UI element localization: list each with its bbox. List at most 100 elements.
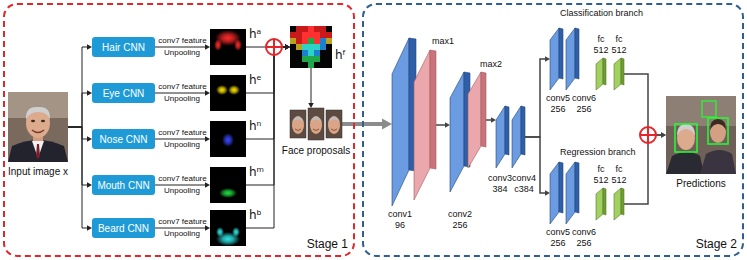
connector-line <box>155 139 207 140</box>
layer-label: 256 <box>550 105 565 115</box>
illustration-part <box>36 144 40 159</box>
sum-circle <box>266 39 282 55</box>
image-panel: Face proposals <box>290 108 342 140</box>
connector <box>246 44 290 228</box>
illustration-part <box>296 32 302 38</box>
feature-map <box>210 29 246 65</box>
connector-line <box>155 185 207 186</box>
prediction-photo <box>666 96 736 174</box>
layer-block: conv6256 <box>566 28 579 90</box>
feature-name: hᵃ <box>249 28 261 41</box>
illustration-part <box>326 110 342 138</box>
layer-block: conv3384 <box>496 106 509 168</box>
illustration-part <box>521 106 525 155</box>
illustration-part <box>292 116 304 134</box>
connector <box>68 127 92 231</box>
illustration-part <box>666 152 704 174</box>
layer-slab <box>566 162 579 224</box>
layer-label: 512 <box>611 176 626 186</box>
layer-slab <box>450 72 470 192</box>
illustration-part <box>302 62 308 68</box>
layer-slab <box>596 188 606 220</box>
layer-slab <box>496 106 509 168</box>
connector <box>68 127 92 188</box>
connector-line <box>525 59 547 137</box>
illustration-part <box>559 162 563 213</box>
illustration-part <box>308 108 324 140</box>
illustration-part <box>290 44 296 50</box>
connector <box>436 122 450 128</box>
cnn-box: Mouth CNN <box>92 175 155 195</box>
layer-label: conv6 <box>572 94 596 104</box>
layer-label: max2 <box>480 60 502 70</box>
illustration-part <box>392 38 409 206</box>
layer-block: conv2256 <box>450 72 470 192</box>
feature-name: hᶠ <box>335 49 346 62</box>
illustration-part <box>320 62 326 68</box>
illustration-part <box>414 50 430 200</box>
arrow-head <box>661 132 666 138</box>
illustration-part <box>32 130 44 133</box>
cnn-box: Nose CNN <box>92 129 155 149</box>
illustration-part <box>296 44 302 50</box>
connector-line <box>155 93 207 94</box>
illustration-part <box>314 32 320 38</box>
connector-line <box>155 47 207 48</box>
illustration-part <box>210 29 246 65</box>
illustration-part <box>41 120 45 122</box>
stage-label: Stage 2 <box>696 238 737 251</box>
connector-line <box>155 228 207 229</box>
illustration-part <box>290 26 296 32</box>
illustration-part <box>216 227 224 237</box>
illustration-part <box>295 129 301 131</box>
arrow-head <box>445 122 450 128</box>
arrow-head <box>285 44 290 50</box>
illustration-part <box>219 188 237 198</box>
illustration-part <box>331 129 337 131</box>
layer-label: 512 <box>593 176 608 186</box>
illustration-part <box>496 106 505 168</box>
illustration-part <box>320 38 326 44</box>
layer-label: max1 <box>432 37 454 47</box>
connector-line <box>68 127 89 185</box>
node-label: Predictions <box>676 178 725 189</box>
sum-circle <box>640 127 656 143</box>
image-panel: hᵇ <box>210 210 246 246</box>
cnn-box: Eye CNN <box>92 83 155 103</box>
connector-line <box>246 47 287 228</box>
layer-label: fc <box>597 35 604 45</box>
layer-label: conv6 <box>572 228 596 238</box>
layer-slab <box>468 72 486 168</box>
illustration-part <box>710 119 726 130</box>
illustration-part <box>302 38 308 44</box>
connector-line <box>68 127 89 228</box>
illustration-part <box>677 124 695 136</box>
connector <box>342 119 392 130</box>
illustration-part <box>296 38 302 44</box>
arrow-head <box>285 44 290 50</box>
illustration-part <box>290 56 296 62</box>
illustration-part <box>328 117 340 123</box>
illustration-part <box>468 72 481 168</box>
illustration-part <box>8 92 68 162</box>
feature-map <box>210 167 246 203</box>
arrow-head <box>661 132 666 138</box>
illustration-part <box>326 26 332 32</box>
illustration-part <box>234 39 242 51</box>
image-panel: Predictions <box>666 96 736 174</box>
illustration-part <box>313 129 319 131</box>
illustration-part <box>308 62 314 68</box>
illustration-part <box>575 28 579 79</box>
cnn-label: Eye CNN <box>103 88 145 99</box>
illustration-part <box>302 26 308 32</box>
illustration-part <box>326 50 332 56</box>
illustration-part <box>328 116 340 134</box>
sum-cross <box>266 39 282 55</box>
connector-line <box>311 68 312 105</box>
sum-cross <box>640 127 656 143</box>
feature-map <box>210 75 246 111</box>
layer-slab <box>392 38 416 206</box>
illustration-part <box>596 188 603 220</box>
layer-block: conv4c384 <box>512 106 525 168</box>
illustration-part <box>302 32 308 38</box>
